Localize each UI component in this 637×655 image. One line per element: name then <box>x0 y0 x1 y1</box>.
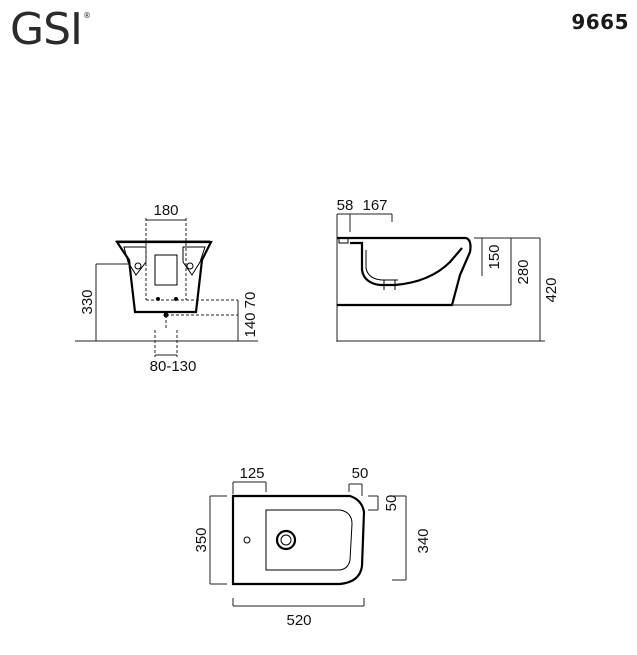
dim-150-label: 150 <box>486 244 503 269</box>
top-waste-outer <box>275 529 297 551</box>
dim-167-label: 167 <box>362 197 387 214</box>
front-inner-right <box>182 246 206 276</box>
top-inner-bowl <box>265 509 353 571</box>
front-bidet-outline <box>114 240 213 314</box>
dim-280-label: 280 <box>515 259 532 284</box>
front-center-trap <box>154 254 178 286</box>
side-bracket <box>338 237 349 244</box>
top-view: 125 50 50 350 340 520 <box>193 465 432 629</box>
dim-330-label: 330 <box>79 289 96 314</box>
dim-180-label: 180 <box>153 202 178 219</box>
gsi-logo: GSI® <box>10 8 91 52</box>
side-bidet-outline <box>337 236 472 307</box>
dim-80-130-label: 80-130 <box>150 358 197 375</box>
dim-58-label: 58 <box>337 197 354 214</box>
front-inner-left <box>123 246 147 276</box>
dim-340-label: 340 <box>415 528 432 553</box>
dim-520-label: 520 <box>286 612 311 629</box>
dim-125-label: 125 <box>239 465 264 482</box>
front-hole-right <box>186 262 194 270</box>
product-code: 9665 <box>571 10 629 34</box>
top-bidet-outline <box>231 494 366 586</box>
top-waste-inner <box>280 534 292 546</box>
dim-140-label: 140 <box>242 312 259 337</box>
front-view: 180 330 140 70 80-130 <box>75 202 259 375</box>
dim-50a-label: 50 <box>352 465 369 482</box>
registered-mark: ® <box>83 11 91 20</box>
logo-text: GSI <box>10 4 83 55</box>
dim-420-label: 420 <box>543 277 560 302</box>
side-inner-profile <box>365 250 398 281</box>
dim-350-label: 350 <box>193 527 210 552</box>
front-hole-left <box>134 262 142 270</box>
side-view: 58 167 150 280 420 <box>336 197 560 342</box>
side-bowl-profile <box>350 241 463 287</box>
top-tap-hole <box>243 536 251 544</box>
dim-70-label: 70 <box>242 292 259 309</box>
dim-50b-label: 50 <box>383 495 400 512</box>
